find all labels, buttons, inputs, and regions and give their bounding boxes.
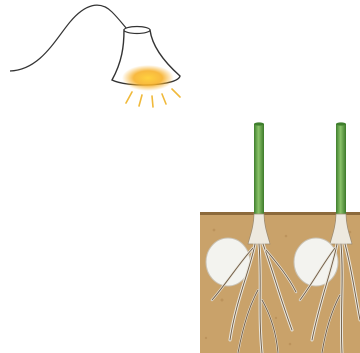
light-rays-icon xyxy=(126,89,180,107)
plant-1-stem xyxy=(254,124,264,220)
plant-2-stem-tip xyxy=(336,122,346,125)
plant-2-stem xyxy=(336,124,346,220)
light-glow xyxy=(122,65,174,91)
lamp-shade-top xyxy=(124,27,150,34)
lamp-cord xyxy=(10,5,128,71)
plant-1-stem-tip xyxy=(254,122,264,125)
